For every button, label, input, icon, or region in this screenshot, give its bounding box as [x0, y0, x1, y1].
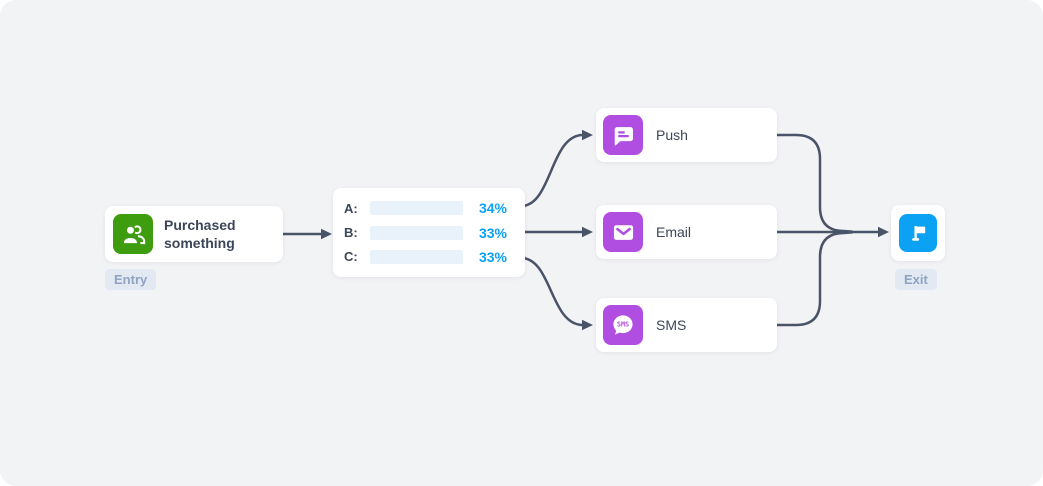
sms-bubble-icon: SMS	[603, 305, 643, 345]
split-row-b-label: B:	[344, 225, 358, 240]
arrowhead-into-split	[321, 228, 332, 240]
split-row-b-bar-track	[370, 225, 463, 240]
arrowhead-into-sms	[582, 319, 593, 331]
split-row-c-percent: 33%	[478, 248, 507, 265]
envelope-icon	[603, 212, 643, 252]
exit-badge: Exit	[895, 269, 937, 290]
split-row-c-bar-track	[370, 249, 463, 264]
entry-node-label: Purchased something	[164, 216, 236, 251]
channel-node-label: Push	[656, 127, 688, 143]
arrowhead-into-email	[582, 226, 593, 238]
split-row-a-bar-track	[370, 201, 463, 216]
split-row-a-percent: 34%	[478, 200, 507, 217]
arrowhead-into-exit	[878, 226, 889, 238]
abc-split-node[interactable]: A: 34% B: 33% C: 33%	[333, 188, 525, 277]
split-row-b-percent: 33%	[478, 224, 507, 241]
split-row-c-label: C:	[344, 249, 358, 265]
split-row-c: C: 33%	[344, 249, 507, 265]
split-row-a-label: A:	[344, 200, 358, 216]
entry-node-purchased-something[interactable]: Purchased something	[105, 206, 283, 262]
channel-node-email[interactable]: Email	[596, 205, 777, 259]
channel-node-label: SMS	[656, 317, 687, 333]
people-icon	[113, 214, 153, 254]
push-notification-icon	[603, 115, 643, 155]
entry-badge: Entry	[105, 269, 157, 290]
connector-push-exit	[757, 133, 854, 233]
arrowhead-into-push	[582, 129, 593, 141]
connector-sms-exit	[757, 231, 854, 327]
connector-split-a-push	[519, 133, 585, 208]
channel-node-sms[interactable]: SMS SMS	[596, 298, 777, 352]
sms-icon-text: SMS	[617, 321, 629, 329]
channel-node-label: Email	[656, 224, 692, 240]
split-row-b: B: 33%	[344, 225, 507, 241]
split-row-a: A: 34%	[344, 200, 507, 216]
flag-icon	[899, 214, 937, 252]
exit-node[interactable]	[891, 205, 945, 261]
connector-split-c-sms	[519, 256, 585, 327]
channel-node-push[interactable]: Push	[596, 108, 777, 162]
